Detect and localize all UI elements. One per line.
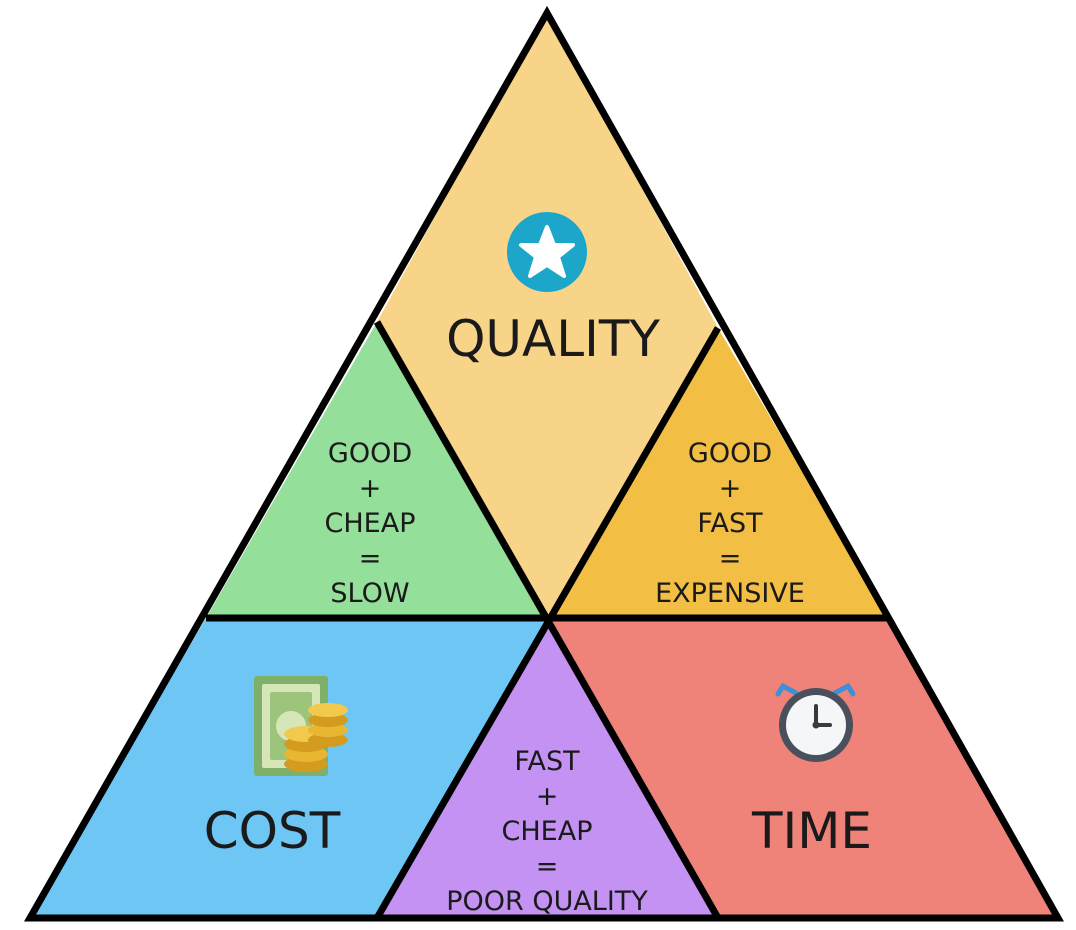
good-fast-line: +: [719, 473, 742, 504]
good-cheap-line: =: [359, 543, 382, 574]
good-fast-line: FAST: [697, 508, 763, 539]
fast-cheap-region: [377, 618, 718, 918]
good-cheap-line: SLOW: [330, 578, 409, 609]
alarm-clock-icon: [775, 682, 856, 762]
good-cheap-text: GOOD + CHEAP = SLOW: [325, 438, 416, 609]
fast-cheap-line: =: [536, 851, 559, 882]
good-cheap-line: GOOD: [328, 438, 412, 469]
good-cheap-line: CHEAP: [325, 508, 416, 539]
fast-cheap-text: FAST + CHEAP = POOR QUALITY: [446, 746, 648, 917]
cost-label: COST: [204, 802, 341, 860]
quality-label: QUALITY: [446, 310, 660, 368]
good-fast-line: EXPENSIVE: [655, 578, 805, 609]
outer-triangle-outline: [23, 5, 1064, 922]
fast-cheap-line: CHEAP: [502, 816, 593, 847]
fast-cheap-line: POOR QUALITY: [446, 886, 648, 917]
fast-cheap-line: FAST: [514, 746, 580, 777]
star-badge-icon: [507, 212, 587, 292]
money-coins-icon: [254, 676, 348, 776]
good-cheap-line: +: [359, 473, 382, 504]
good-fast-region: [547, 328, 888, 618]
good-cheap-region: [206, 322, 547, 618]
fast-cheap-line: +: [536, 781, 559, 812]
good-fast-text: GOOD + FAST = EXPENSIVE: [655, 438, 805, 609]
time-label: TIME: [751, 802, 872, 860]
good-fast-line: =: [719, 543, 742, 574]
good-fast-line: GOOD: [688, 438, 772, 469]
right-upper-divider: [373, 326, 722, 920]
